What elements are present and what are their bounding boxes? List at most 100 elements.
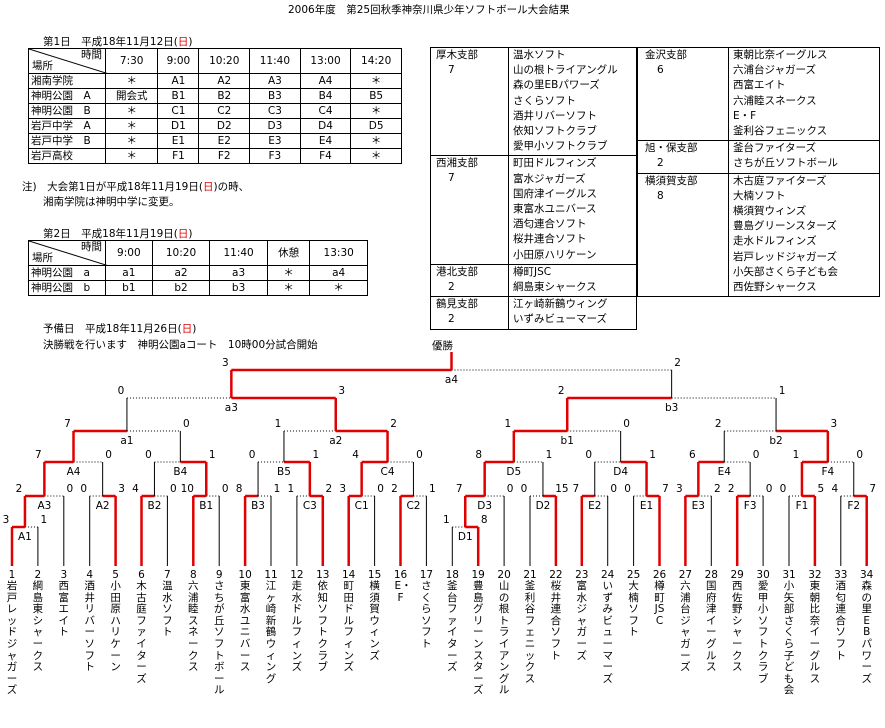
match-id: D4: [613, 466, 628, 478]
branch-name: 厚木支部: [436, 49, 478, 61]
match-id: C1: [355, 500, 369, 512]
right-score: 3: [338, 385, 345, 397]
match-id: F4: [821, 466, 834, 478]
day1-header-place: 場所: [32, 60, 53, 72]
entrant-number: 29: [731, 569, 744, 581]
day1-slot: ＊: [350, 148, 402, 164]
entrant-number: 22: [549, 569, 562, 581]
divider: [508, 263, 509, 298]
entrant-number: 24: [601, 569, 615, 581]
entrant-number: 1: [9, 569, 16, 581]
day1-slot: A1: [157, 73, 200, 89]
entrant-name: 小矢部さくら子ども会: [783, 580, 795, 697]
day1-slot: D4: [299, 118, 352, 134]
day1-time: 14:20: [350, 48, 402, 74]
branch-name: 旭・保支部: [645, 142, 698, 155]
left-score: 1: [443, 514, 450, 526]
entrant-number: 33: [834, 569, 847, 581]
entrant-name: 酒匂連合ソフト: [835, 580, 847, 662]
left-score: 0: [780, 483, 787, 495]
left-score: 3: [339, 483, 346, 495]
day2-label: 第2日 平成18年11月19日(日): [43, 228, 193, 240]
entrant-number: 32: [808, 569, 821, 581]
entrant-name: 富水ジャガーズ: [576, 580, 588, 662]
day1-close: ): [188, 36, 193, 48]
left-score: 1: [288, 483, 295, 495]
right-score: 3: [118, 483, 125, 495]
branch-count: 7: [448, 172, 455, 185]
team-name: 国府津イーグルス: [513, 187, 597, 200]
entrant-name: 釜利谷フェニックス: [524, 580, 536, 685]
day1-slot: F4: [299, 148, 352, 164]
right-score: 3: [831, 418, 838, 430]
entrant-name: 岩戸レッドジャガーズ: [6, 580, 18, 697]
left-score: 1: [793, 449, 800, 461]
match-id: E4: [718, 466, 732, 478]
match-id: E1: [640, 500, 653, 512]
left-score: 7: [456, 483, 463, 495]
day1-venue: 岩戸高校: [28, 148, 106, 164]
team-name: 樽町JSC: [513, 265, 552, 278]
day2-time: 11:40: [209, 240, 268, 266]
day1-slot: A2: [198, 73, 251, 89]
entrant-name: いずみビューマーズ: [602, 580, 613, 685]
entrant-name: 愛甲小ソフトクラブ: [757, 580, 769, 685]
match-id: a1: [120, 435, 133, 447]
day2-time: 13:30: [309, 240, 368, 266]
branch-count: 2: [448, 313, 455, 326]
right-score: 0: [856, 449, 863, 461]
left-score: 3: [676, 483, 683, 495]
entrant-number: 2: [35, 569, 42, 581]
left-score: 8: [475, 449, 482, 461]
day1-slot: E1: [157, 133, 200, 149]
entrant-name: 樽町JSC: [654, 580, 665, 627]
entrant-name: 江ヶ崎新鶴ウィング: [265, 580, 277, 685]
entrant-number: 30: [756, 569, 769, 581]
right-score: 1: [779, 385, 786, 397]
day2-slot: b3: [209, 280, 268, 296]
day2-slot: a3: [209, 265, 268, 281]
left-score: 2: [391, 483, 398, 495]
branch-name: 西湘支部: [436, 157, 478, 170]
right-score: 0: [66, 483, 73, 495]
divider: [508, 47, 509, 157]
team-name: 走水ドルフィンズ: [733, 235, 817, 248]
entrant-name: さちが丘ソフトボール: [213, 580, 225, 697]
team-name: 西佐野シャークス: [733, 281, 817, 293]
entrant-name: 西佐野シャークス: [731, 580, 743, 674]
day1-header-time: 時間: [81, 49, 102, 61]
team-name: 大楠ソフト: [733, 189, 786, 202]
entrant-name: 国府津イーグルス: [706, 580, 717, 674]
entrant-number: 26: [653, 569, 667, 581]
entrant-name: 大楠ソフト: [628, 580, 639, 639]
branch-count: 8: [657, 189, 664, 202]
right-score: 1: [41, 514, 48, 526]
entrant-number: 23: [575, 569, 588, 581]
team-name: 横須賀ウィンズ: [733, 205, 807, 217]
match-id: D2: [536, 500, 551, 512]
match-id: F1: [796, 500, 809, 512]
day1-slot: ＊: [104, 148, 159, 164]
match-id: b1: [561, 435, 574, 447]
match-id: A4: [67, 466, 81, 478]
right-score: 2: [325, 483, 332, 495]
team-name: 桜井連合ソフト: [513, 233, 587, 246]
day1-slot: D3: [249, 118, 301, 134]
entrant-name: 町田ドルフィンズ: [343, 580, 354, 674]
left-score: 4: [831, 483, 838, 495]
right-score: 0: [183, 418, 190, 430]
entrant-number: 13: [316, 569, 329, 581]
right-score: 0: [507, 483, 514, 495]
right-score: 5: [818, 483, 825, 495]
match-id: A3: [37, 500, 51, 512]
entrant-name: 西富エイト: [58, 580, 70, 639]
entrant-name: 釜台ファイターズ: [447, 580, 458, 674]
match-id: C4: [381, 466, 395, 478]
match-id: D3: [477, 500, 492, 512]
right-score: 8: [481, 514, 488, 526]
branch-count: 2: [448, 280, 455, 293]
match-id: B5: [277, 466, 291, 478]
match-id: C3: [303, 500, 317, 512]
match-id: B2: [148, 500, 162, 512]
